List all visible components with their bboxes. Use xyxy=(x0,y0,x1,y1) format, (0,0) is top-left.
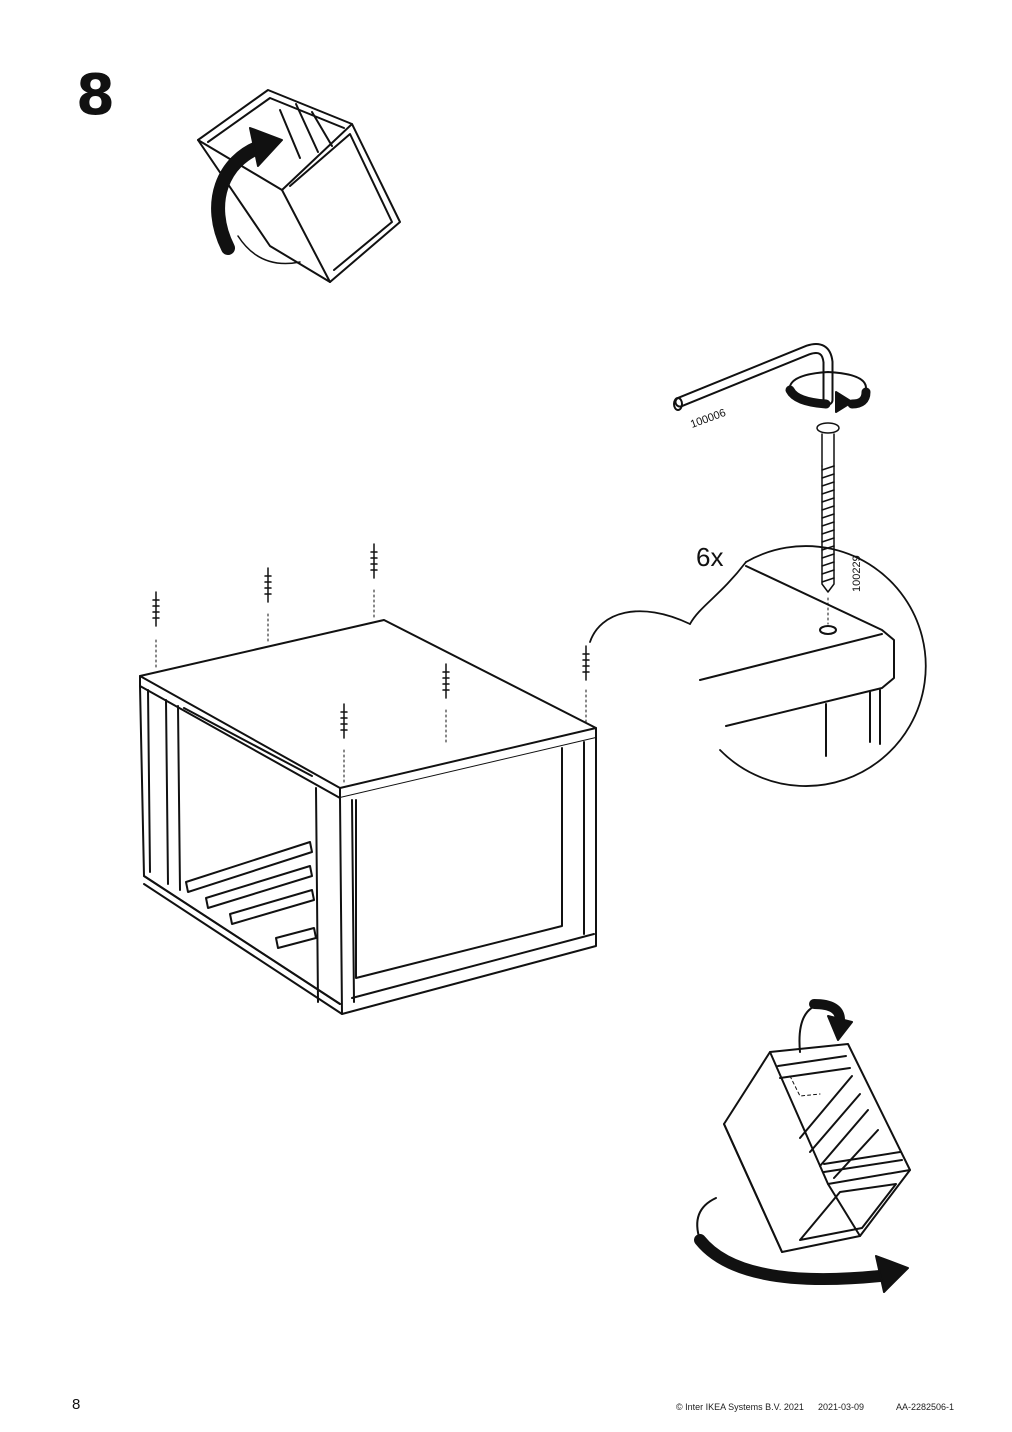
screw-icon xyxy=(152,543,590,785)
cabinet-illustration xyxy=(139,619,597,1015)
document-id: AA-2282506-1 xyxy=(896,1402,955,1412)
rotate-arrow-icon xyxy=(211,127,283,255)
page-number: 8 xyxy=(72,1396,81,1413)
rotate-arrow-icon xyxy=(798,999,853,1053)
step-number: 8 xyxy=(76,63,115,128)
quantity-label: 6x xyxy=(696,542,723,572)
copyright-text: © Inter IKEA Systems B.V. 2021 xyxy=(676,1402,804,1412)
screw-icon xyxy=(816,422,840,625)
screw-part-number: 100229 xyxy=(851,555,863,592)
allen-key-icon xyxy=(673,343,834,411)
turn-arrow-icon xyxy=(785,371,871,413)
wrench-part-number: 100006 xyxy=(689,407,728,431)
document-date: 2021-03-09 xyxy=(818,1402,865,1412)
detail-callout xyxy=(589,545,927,787)
flip-box-illustration xyxy=(197,89,401,283)
turn-arrow-icon xyxy=(694,1197,909,1293)
upright-box-illustration xyxy=(723,1043,911,1253)
